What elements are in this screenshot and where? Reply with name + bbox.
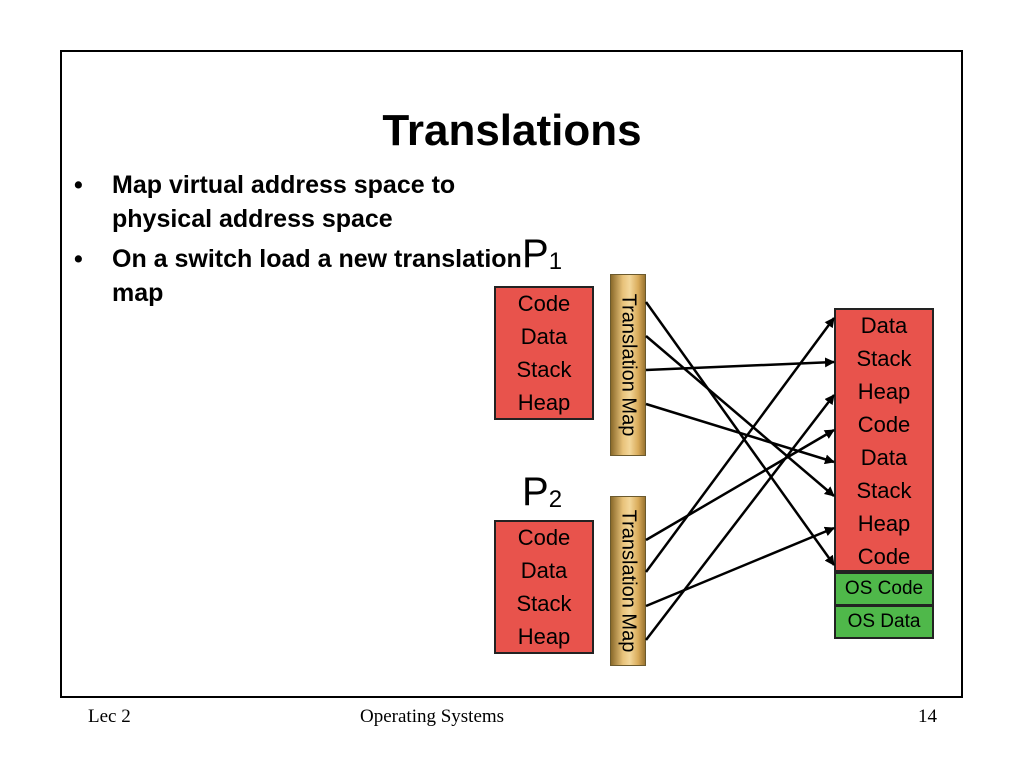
process-2-segment-heap: Heap [517,624,571,649]
slide-frame [60,50,963,698]
physical-segment: Data [860,313,908,338]
process-1-address-space: Code Data Stack Heap [494,286,594,420]
mapping-arrow [644,317,836,573]
mapping-arrow [645,428,835,542]
process-2-label: P2 [522,470,563,514]
bullet-icon: • [74,171,83,199]
mapping-arrow [645,335,835,497]
physical-segment: Code [857,544,911,569]
physical-segment: Heap [857,511,911,536]
footer-course: Operating Systems [360,706,505,727]
physical-segment: Stack [856,346,912,371]
slide-title: Translations [382,106,642,155]
process-2-segment-stack: Stack [516,591,572,616]
bullet-text: On a switch load a new translation map [112,245,522,307]
process-2-segment-code: Code [517,525,571,550]
mapping-arrow [645,357,835,372]
physical-segment-os-data: OS Data [834,605,934,639]
physical-segment: Heap [857,379,911,404]
mapping-arrow [645,526,835,608]
process-1-label: P1 [522,232,563,276]
process-2-translation-map: Translation Map [610,496,646,666]
bullet-list: • Map virtual address space to physical … [72,168,542,316]
bullet-icon: • [74,245,83,273]
physical-segment-os-code: OS Code [834,572,934,606]
bullet-item: • Map virtual address space to physical … [72,168,542,236]
mapping-arrow [645,402,835,465]
physical-memory: Data Stack Heap Code Data Stack Heap Cod… [834,308,934,572]
bullet-item: • On a switch load a new translation map [72,242,542,310]
footer-page-number: 14 [918,706,937,727]
process-2-segment-data: Data [520,558,568,583]
bullet-text: Map virtual address space to physical ad… [112,171,456,233]
process-1-segment-stack: Stack [516,357,572,382]
physical-segment: Code [857,412,911,437]
footer-lecture: Lec 2 [88,706,131,727]
physical-segment: Data [860,445,908,470]
physical-segment: Stack [856,478,912,503]
process-2-address-space: Code Data Stack Heap [494,520,594,654]
process-1-segment-data: Data [520,324,568,349]
process-1-segment-heap: Heap [517,390,571,415]
process-1-translation-map: Translation Map [610,274,646,456]
mapping-arrow [645,394,835,641]
process-1-segment-code: Code [517,291,571,316]
